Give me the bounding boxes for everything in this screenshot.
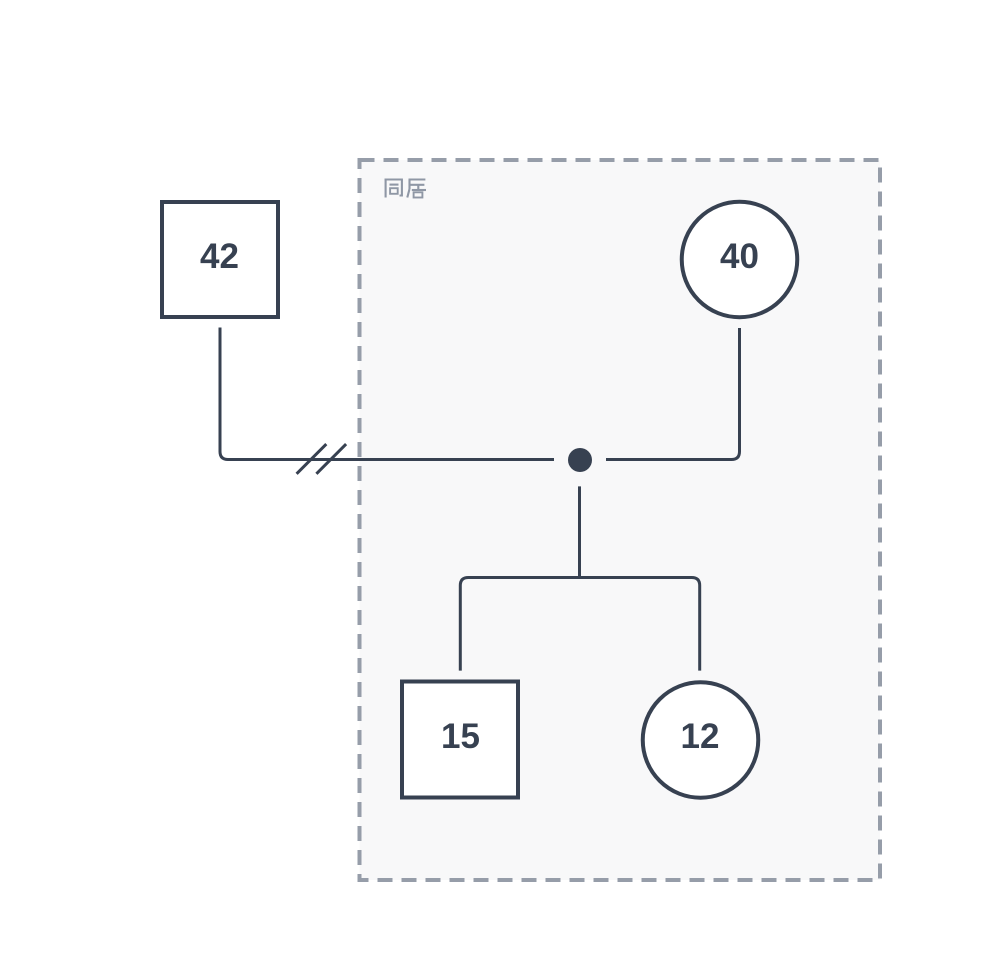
svg-text:40: 40 bbox=[720, 237, 759, 276]
svg-text:42: 42 bbox=[200, 237, 239, 276]
svg-text:15: 15 bbox=[441, 717, 480, 756]
svg-text:12: 12 bbox=[681, 717, 720, 756]
